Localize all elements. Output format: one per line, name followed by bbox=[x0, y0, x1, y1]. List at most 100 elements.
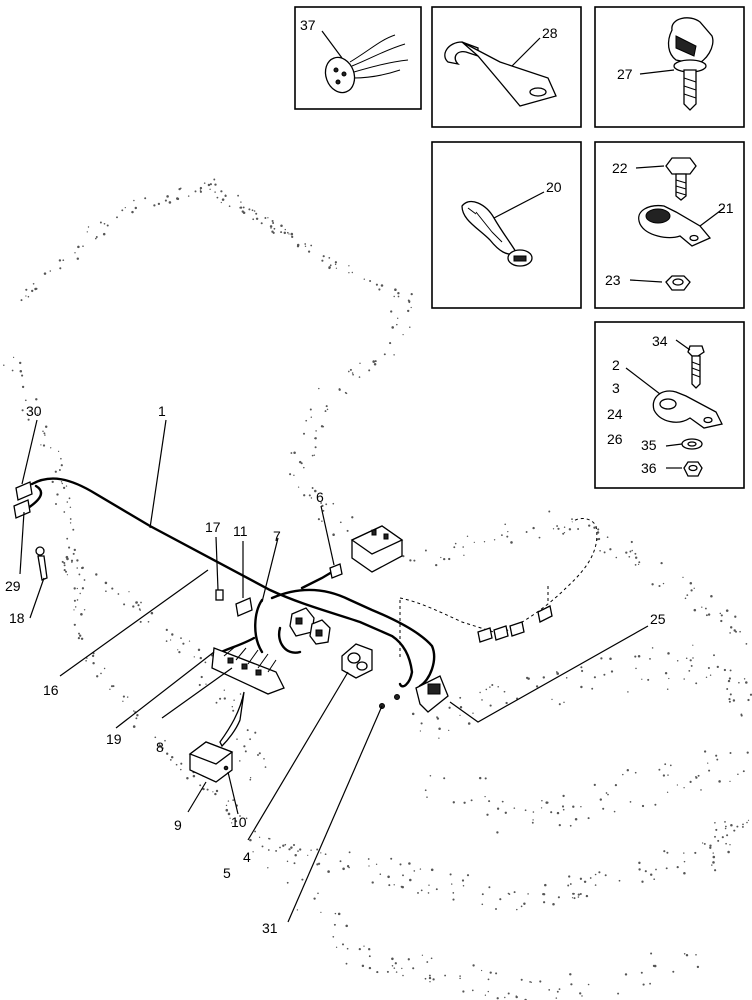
outline-dot bbox=[568, 528, 572, 531]
outline-dot bbox=[662, 774, 666, 777]
outline-dot bbox=[410, 306, 412, 309]
outline-dot bbox=[496, 831, 499, 834]
inset-21-clamp: 22 21 23 bbox=[594, 141, 745, 309]
outline-dot bbox=[322, 255, 325, 258]
outline-dot bbox=[81, 587, 85, 590]
outline-dot bbox=[635, 556, 638, 559]
outline-dot bbox=[27, 295, 30, 298]
outline-dot bbox=[21, 385, 25, 389]
outline-dot bbox=[298, 460, 302, 464]
outline-dot bbox=[317, 862, 321, 865]
outline-dot bbox=[540, 807, 543, 809]
outline-dot bbox=[417, 891, 419, 894]
outline-dot bbox=[264, 217, 267, 219]
outline-dot bbox=[579, 992, 582, 995]
outline-dot bbox=[742, 770, 745, 773]
outline-dot bbox=[95, 237, 97, 240]
outline-dot bbox=[610, 670, 614, 673]
outline-dot bbox=[324, 410, 327, 413]
outline-dot bbox=[444, 974, 447, 977]
outline-dot bbox=[393, 354, 395, 356]
outline-dot bbox=[594, 884, 597, 886]
outline-dot bbox=[178, 650, 181, 654]
outline-dot bbox=[324, 853, 327, 856]
outline-dot bbox=[345, 924, 348, 928]
outline-dot bbox=[483, 541, 486, 543]
outline-dot bbox=[690, 664, 693, 667]
outline-dot bbox=[407, 958, 410, 961]
callout-7: 7 bbox=[273, 528, 281, 544]
outline-dot bbox=[667, 774, 669, 776]
outline-dot bbox=[209, 188, 211, 190]
outline-dot bbox=[290, 846, 293, 849]
outline-dot bbox=[70, 559, 74, 562]
outline-dot bbox=[462, 546, 465, 548]
callout-3: 3 bbox=[612, 380, 620, 396]
inset-37-connector: 37 bbox=[294, 6, 422, 110]
outline-dot bbox=[351, 372, 354, 374]
outline-dot bbox=[307, 250, 311, 253]
outline-dot bbox=[571, 897, 574, 899]
outline-dot bbox=[569, 824, 572, 827]
outline-dot bbox=[419, 730, 422, 732]
outline-dot bbox=[269, 225, 273, 228]
outline-dot bbox=[137, 604, 140, 607]
outline-dot bbox=[728, 698, 731, 701]
outline-dot bbox=[420, 889, 423, 892]
outline-dot bbox=[42, 444, 46, 447]
outline-dot bbox=[525, 531, 528, 533]
outline-dot bbox=[567, 884, 570, 887]
outline-dot bbox=[248, 208, 251, 211]
outline-dot bbox=[44, 425, 48, 429]
outline-dot bbox=[375, 283, 378, 286]
callout-23: 23 bbox=[605, 272, 621, 288]
outline-dot bbox=[541, 799, 543, 802]
outline-dot bbox=[488, 886, 491, 889]
callout-21: 21 bbox=[718, 200, 734, 216]
outline-dot bbox=[64, 570, 68, 573]
outline-dot bbox=[333, 923, 336, 926]
outline-dot bbox=[585, 894, 589, 898]
outline-dot bbox=[562, 808, 565, 811]
outline-dot bbox=[580, 666, 583, 669]
outline-dot bbox=[339, 521, 342, 524]
outline-dot bbox=[380, 284, 384, 287]
outline-dot bbox=[654, 803, 657, 806]
outline-dot bbox=[264, 766, 267, 768]
outline-dot bbox=[463, 554, 465, 556]
outline-dot bbox=[60, 481, 63, 483]
outline-dot bbox=[709, 846, 712, 849]
outline-dot bbox=[308, 494, 311, 497]
outline-dot bbox=[393, 295, 395, 298]
outline-dot bbox=[542, 893, 545, 896]
outline-dot bbox=[407, 299, 410, 302]
outline-dot bbox=[683, 860, 686, 863]
outline-dot bbox=[44, 434, 46, 436]
outline-dot bbox=[652, 964, 655, 967]
callout-9: 9 bbox=[174, 817, 182, 833]
outline-dot bbox=[563, 526, 566, 529]
outline-dot bbox=[501, 800, 504, 803]
outline-dot bbox=[74, 252, 76, 254]
outline-dot bbox=[683, 871, 686, 875]
outline-dot bbox=[169, 639, 172, 641]
outline-dot bbox=[556, 525, 559, 527]
outline-dot bbox=[328, 257, 331, 259]
outline-dot bbox=[121, 209, 124, 212]
outline-dot bbox=[316, 848, 319, 851]
outline-dot bbox=[102, 232, 106, 236]
outline-dot bbox=[655, 868, 657, 871]
outline-dot bbox=[544, 883, 547, 887]
outline-dot bbox=[737, 773, 739, 776]
outline-dot bbox=[712, 852, 714, 854]
outline-dot bbox=[638, 861, 641, 865]
outline-dot bbox=[311, 454, 314, 457]
outline-dot bbox=[703, 842, 706, 845]
outline-dot bbox=[338, 388, 341, 391]
outline-dot bbox=[640, 971, 643, 974]
callout-34: 34 bbox=[652, 333, 668, 349]
outline-dot bbox=[21, 374, 24, 377]
outline-dot bbox=[79, 634, 82, 637]
outline-dot bbox=[80, 637, 84, 641]
outline-dot bbox=[61, 482, 64, 485]
